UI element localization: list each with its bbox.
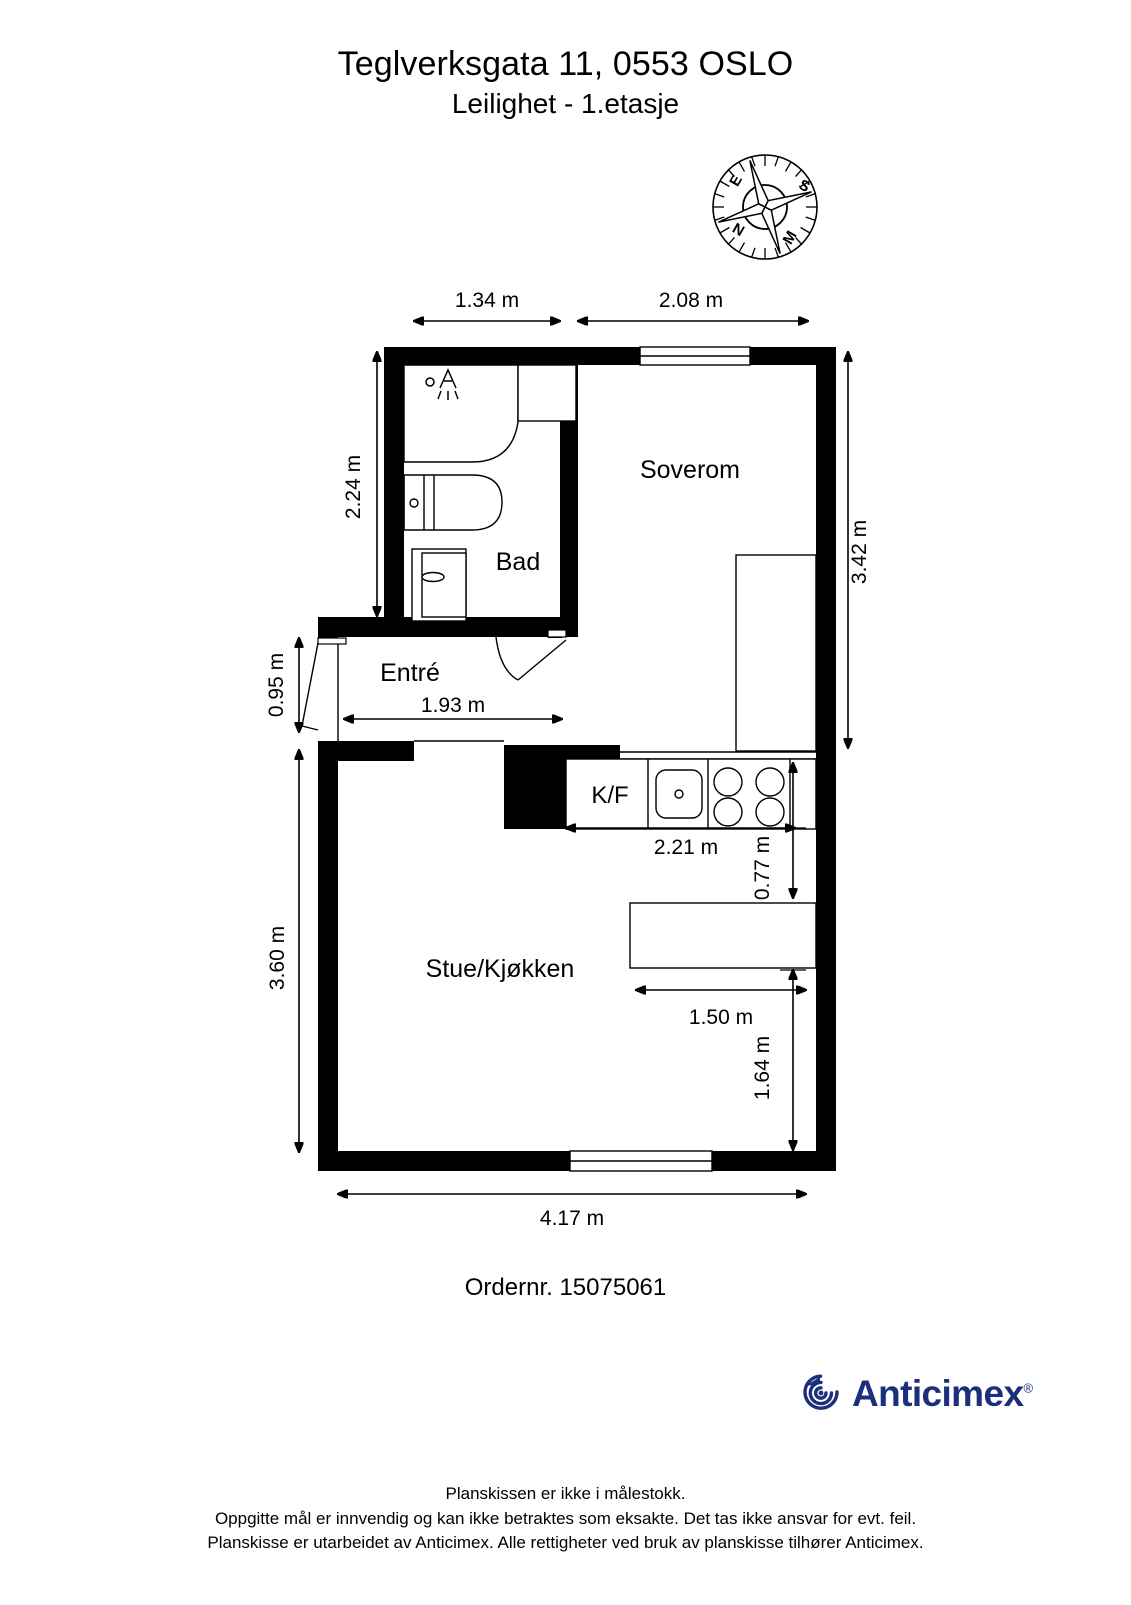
page-title: Teglverksgata 11, 0553 OSLO bbox=[337, 45, 794, 83]
bedroom-wardrobe bbox=[735, 554, 817, 752]
anticimex-logo: Anticimex® bbox=[800, 1366, 1060, 1420]
shower-niche bbox=[517, 364, 577, 422]
footer-line-2: Oppgitte mål er innvendig og kan ikke be… bbox=[214, 1508, 917, 1528]
window-living-bottom bbox=[569, 1150, 713, 1172]
lower-counter bbox=[629, 902, 817, 969]
anticimex-trademark: ® bbox=[1023, 1380, 1033, 1396]
room-label-stue-kjokken: Stue/Kjøkken bbox=[426, 955, 575, 983]
toilet-icon bbox=[403, 474, 503, 531]
anticimex-spiral-icon bbox=[800, 1372, 842, 1414]
bathroom-fixtures bbox=[403, 364, 577, 622]
footer-disclaimer: Planskissen er ikke i målestokk. Oppgitt… bbox=[0, 1482, 1131, 1556]
page-header: Teglverksgata 11, 0553 OSLO Leilighet - … bbox=[0, 44, 1131, 121]
dim-kitchen-counter-width: 2.21 m bbox=[654, 836, 718, 859]
dim-entre-left-height: 0.95 m bbox=[265, 653, 288, 717]
footer-line-3: Planskisse er utarbeidet av Anticimex. A… bbox=[207, 1533, 924, 1553]
doors bbox=[301, 629, 567, 731]
order-number: Ordernr. 15075061 bbox=[464, 1274, 667, 1301]
door-entrance bbox=[301, 637, 347, 731]
dim-living-left-height: 3.60 m bbox=[266, 926, 289, 990]
compass-rose-icon: E S M N bbox=[710, 152, 820, 262]
dim-kitchen-counter-depth: 0.77 m bbox=[751, 836, 774, 900]
page-subtitle: Leilighet - 1.etasje bbox=[451, 88, 680, 120]
sink-drain-icon bbox=[674, 789, 684, 799]
dim-top-left: 1.34 m bbox=[455, 289, 519, 312]
room-label-entre: Entré bbox=[380, 659, 440, 687]
shower-enclosure bbox=[403, 364, 519, 463]
footer-line-1: Planskissen er ikke i målestokk. bbox=[445, 1484, 686, 1503]
dim-bath-height: 2.24 m bbox=[342, 455, 365, 519]
dim-top-right: 2.08 m bbox=[659, 289, 723, 312]
dim-lower-right-height: 1.64 m bbox=[751, 1036, 774, 1100]
room-label-bad: Bad bbox=[496, 548, 540, 576]
dim-bottom-width: 4.17 m bbox=[540, 1207, 604, 1230]
dim-entre-width: 1.93 m bbox=[421, 694, 485, 717]
dim-lower-counter-width: 1.50 m bbox=[689, 1006, 753, 1029]
door-bathroom bbox=[495, 629, 567, 681]
stove-icon bbox=[713, 767, 785, 827]
dimension-lines bbox=[299, 321, 848, 1194]
dim-right-bedroom-height: 3.42 m bbox=[848, 520, 871, 584]
sink-vanity-icon bbox=[411, 548, 467, 622]
anticimex-name: Anticimex bbox=[852, 1372, 1024, 1414]
room-label-soverom: Soverom bbox=[640, 456, 740, 484]
shower-head-icon bbox=[425, 368, 459, 400]
window-bedroom-top bbox=[639, 346, 751, 366]
room-label-kf: K/F bbox=[591, 782, 628, 809]
anticimex-wordmark: Anticimex® bbox=[852, 1372, 1033, 1414]
